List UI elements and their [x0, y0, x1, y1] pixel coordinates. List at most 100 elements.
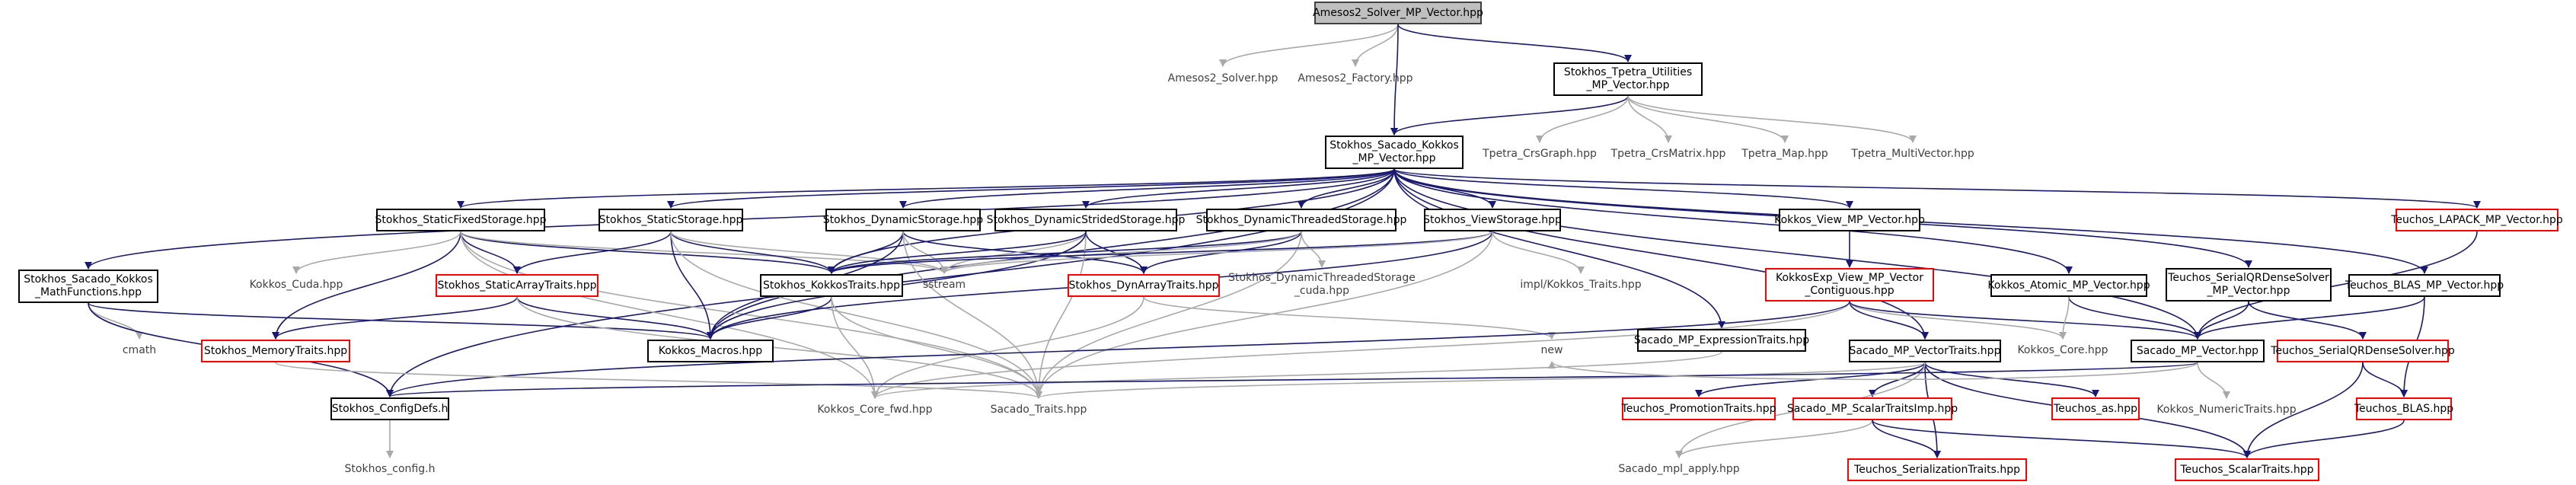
node-stokhos-kokkostraits[interactable]: Stokhos_KokkosTraits.hpp [760, 274, 903, 297]
node-sacado-traits[interactable]: Sacado_Traits.hpp [987, 399, 1090, 420]
node-kokkos-cuda[interactable]: Kokkos_Cuda.hpp [247, 274, 346, 295]
edge-root-to-sacado_kokkos [1393, 24, 1399, 136]
node-stokhos-configdefs[interactable]: Stokhos_ConfigDefs.h [330, 397, 449, 420]
edge-static_fixed-to-kokkos_traits [460, 231, 832, 274]
node-label: Tpetra_MultiVector.hpp [1851, 147, 1974, 160]
node-stokhos-staticfixedstorage[interactable]: Stokhos_StaticFixedStorage.hpp [375, 209, 547, 231]
node-sacado-mpl-apply[interactable]: Sacado_mpl_apply.hpp [1617, 458, 1741, 480]
node-amesos2-factory[interactable]: Amesos2_Factory.hpp [1294, 67, 1416, 90]
node-stokhos-dynarraytraits[interactable]: Stokhos_DynArrayTraits.hpp [1068, 274, 1220, 297]
node-teuchos-scalartraits[interactable]: Teuchos_ScalarTraits.hpp [2175, 458, 2319, 481]
edge-teuchos_lapack-to-sacado_mp_vector [2197, 231, 2478, 340]
node-label: Stokhos_StaticFixedStorage.hpp [375, 213, 547, 226]
edge-static_fixed-to-sacado_traits [460, 231, 1039, 399]
edge-dynamic_threaded-to-sstream [943, 231, 1302, 274]
edge-kokkosexp_view-to-kokkos_core_fwd [874, 301, 1850, 399]
node-teuchos-serializationtraits[interactable]: Teuchos_SerializationTraits.hpp [1847, 458, 2027, 481]
node-label: _cuda.hpp [1294, 285, 1350, 297]
node-kokkos-macros[interactable]: Kokkos_Macros.hpp [647, 340, 774, 362]
node-tpetra-map[interactable]: Tpetra_Map.hpp [1738, 143, 1832, 164]
node-kokkos-numerictraits[interactable]: Kokkos_NumericTraits.hpp [2156, 399, 2296, 420]
edge-scalar_traits_imp-to-serialization_traits [1872, 420, 1938, 458]
node-label: cmath [122, 343, 157, 356]
node-stokhos-sacado-kokkos-mp-vector[interactable]: Stokhos_Sacado_Kokkos_MP_Vector.hpp [1325, 136, 1464, 169]
node-label: Kokkos_View_MP_Vector.hpp [1774, 213, 1925, 226]
edge-sacado_kokkos-to-teuchos_lapack [1393, 168, 2478, 209]
edge-root-to-tpetra_utilities [1397, 24, 1629, 62]
node-label: Stokhos_Sacado_Kokkos [1329, 139, 1459, 152]
node-label: new [1540, 343, 1563, 356]
edge-kokkos_traits-to-kokkos_macros [710, 296, 832, 340]
node-sacado-mp-vector[interactable]: Sacado_MP_Vector.hpp [2131, 340, 2265, 362]
edge-tpetra_utilities-to-tpetra_crsgraph [1539, 95, 1629, 143]
node-label: _Contiguous.hpp [1805, 285, 1894, 297]
node-kokkos-core[interactable]: Kokkos_Core.hpp [2013, 340, 2112, 361]
node-teuchos-lapack-mp-vector[interactable]: Teuchos_LAPACK_MP_Vector.hpp [2391, 209, 2563, 231]
node-label: Sacado_mpl_apply.hpp [1618, 462, 1740, 475]
node-teuchos-promotiontraits[interactable]: Teuchos_PromotionTraits.hpp [1622, 397, 1776, 420]
node-stokhos-dynamicthreadedstorage-cuda[interactable]: Stokhos_DynamicThreadedStorage_cuda.hpp [1228, 268, 1416, 302]
node-kokkos-atomic-mp-vector[interactable]: Kokkos_Atomic_MP_Vector.hpp [1987, 274, 2150, 297]
edge-arrowhead [1781, 136, 1789, 143]
node-stokhos-dynamicstridedstorage[interactable]: Stokhos_DynamicStridedStorage.hpp [987, 209, 1185, 231]
node-stokhos-tpetra-utilities[interactable]: Stokhos_Tpetra_Utilities_MP_Vector.hpp [1553, 62, 1703, 96]
node-label: Stokhos_DynamicThreadedStorage.hpp [1195, 213, 1407, 226]
node-label: Kokkos_Cuda.hpp [249, 278, 343, 291]
edge-arrowhead [1082, 201, 1090, 209]
edge-scalar_traits_imp-to-teuchos_scalar_traits [1872, 420, 2248, 458]
node-new[interactable]: new [1529, 340, 1575, 361]
node-stokhos-memorytraits[interactable]: Stokhos_MemoryTraits.hpp [201, 340, 350, 362]
node-label: Sacado_MP_Vector.hpp [2136, 344, 2259, 357]
node-sacado-mp-expressiontraits[interactable]: Sacado_MP_ExpressionTraits.hpp [1634, 329, 1809, 352]
node-tpetra-crsgraph[interactable]: Tpetra_CrsGraph.hpp [1480, 143, 1599, 164]
edge-kokkosexp_view-to-configdefs [389, 301, 1850, 397]
node-stokhos-viewstorage[interactable]: Stokhos_ViewStorage.hpp [1423, 209, 1562, 231]
node-teuchos-blas-mp-vector[interactable]: Teuchos_BLAS_MP_Vector.hpp [2345, 274, 2504, 297]
edge-static_array_traits-to-kokkos_macros [516, 296, 711, 340]
node-kokkos-core-fwd[interactable]: Kokkos_Core_fwd.hpp [817, 399, 933, 420]
edge-arrowhead [1846, 201, 1853, 209]
node-teuchos-blas[interactable]: Teuchos_BLAS.hpp [2354, 397, 2454, 420]
node-label: impl/Kokkos_Traits.hpp [1520, 278, 1642, 291]
edge-arrowhead [136, 332, 143, 340]
node-stokhos-dynamicstorage[interactable]: Stokhos_DynamicStorage.hpp [823, 209, 983, 231]
node-stokhos-dynamicthreadedstorage[interactable]: Stokhos_DynamicThreadedStorage.hpp [1196, 209, 1406, 231]
node-amesos2-solver[interactable]: Amesos2_Solver.hpp [1165, 67, 1281, 90]
node-amesos2-solver-mp-vector[interactable]: Amesos2_Solver_MP_Vector.hpp [1313, 2, 1483, 24]
edge-arrowhead [2245, 260, 2252, 268]
node-sstream[interactable]: sstream [914, 274, 975, 295]
node-tpetra-crsmatrix[interactable]: Tpetra_CrsMatrix.hpp [1608, 143, 1729, 164]
node-kokkosexp-view-mp-vector-contiguous[interactable]: KokkosExp_View_MP_Vector_Contiguous.hpp [1765, 268, 1934, 302]
node-sacado-mp-vectortraits[interactable]: Sacado_MP_VectorTraits.hpp [1849, 340, 2001, 362]
node-teuchos-serialqrdensesolver-mp-vector[interactable]: Teuchos_SerialQRDenseSolver_MP_Vector.hp… [2166, 268, 2332, 302]
node-stokhos-config[interactable]: Stokhos_config.h [340, 458, 440, 480]
edge-dyn_array_traits-to-new [1143, 296, 1553, 340]
node-teuchos-serialqrdensesolver[interactable]: Teuchos_SerialQRDenseSolver.hpp [2271, 340, 2455, 362]
node-label: Amesos2_Solver.hpp [1167, 72, 1278, 85]
edge-kokkosexp_view-to-kokkos_core [1849, 301, 2064, 340]
node-sacado-mp-scalartraitsimp[interactable]: Sacado_MP_ScalarTraitsImp.hpp [1787, 397, 1958, 420]
edge-sacado_mp_vector-to-new [1551, 361, 2198, 381]
node-stokhos-staticstorage[interactable]: Stokhos_StaticStorage.hpp [599, 209, 743, 231]
edge-sacado_kokkos-to-kokkos_macros [710, 168, 1395, 340]
node-cmath[interactable]: cmath [114, 340, 164, 361]
node-label: Kokkos_Core_fwd.hpp [817, 403, 933, 416]
node-impl-kokkos-traits[interactable]: impl/Kokkos_Traits.hpp [1518, 274, 1643, 295]
edge-teuchos_serialqr_mp-to-teuchos_serialqr [2248, 301, 2364, 340]
edge-arrowhead [1489, 201, 1496, 209]
edge-arrowhead [1933, 451, 1941, 458]
node-stokhos-sacado-kokkos-mathfunctions[interactable]: Stokhos_Sacado_Kokkos_MathFunctions.hpp [18, 270, 158, 303]
edge-tpetra_utilities-to-tpetra_map [1627, 95, 1786, 143]
node-tpetra-multivector[interactable]: Tpetra_MultiVector.hpp [1843, 143, 1983, 164]
node-kokkos-view-mp-vector[interactable]: Kokkos_View_MP_Vector.hpp [1774, 209, 1925, 231]
node-teuchos-as[interactable]: Teuchos_as.hpp [2051, 397, 2140, 420]
node-label: Stokhos_DynamicThreadedStorage [1228, 272, 1416, 284]
edge-dynamic_storage-to-dyn_array_traits [902, 231, 1144, 274]
node-label: Teuchos_BLAS.hpp [2354, 402, 2454, 415]
node-label: Kokkos_Atomic_MP_Vector.hpp [1987, 279, 2150, 292]
edge-arrowhead [1624, 55, 1632, 62]
node-stokhos-staticarraytraits[interactable]: Stokhos_StaticArrayTraits.hpp [436, 274, 599, 297]
edge-math_functions-to-kokkos_macros [88, 302, 711, 340]
node-label: Teuchos_SerialQRDenseSolver [2168, 272, 2329, 284]
